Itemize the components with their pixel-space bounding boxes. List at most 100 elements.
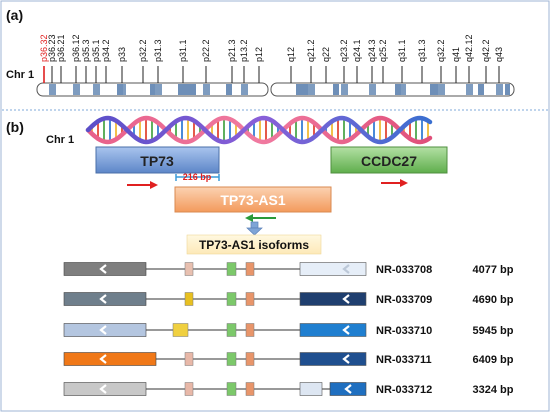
isoform-orange-exon	[245, 382, 255, 396]
chevron-left-icon	[342, 354, 350, 364]
isoform-yellow-exon	[172, 323, 189, 337]
isoform-orange-exon	[245, 323, 255, 337]
isoform-first-exon	[63, 382, 147, 396]
q-arm-band-label: q31.1	[397, 39, 407, 62]
isoform-last-exon	[299, 292, 367, 306]
isoform-list: NR-033708 4077 bp NR-033709 4690 bp NR-03371…	[63, 262, 514, 396]
helix-strand	[85, 115, 433, 145]
tp73-gene-label: TP73	[140, 153, 174, 169]
p-arm-band-block	[226, 84, 232, 95]
isoform-pink-exon	[184, 382, 194, 396]
q-arm-band-block	[395, 84, 401, 95]
chevron-left-icon	[99, 294, 107, 304]
chevron-left-icon	[342, 294, 350, 304]
tp73-as1-gene-box	[174, 186, 332, 213]
p-arm-band-label: p35.1	[91, 39, 101, 62]
p-arm-band-block	[155, 84, 162, 95]
isoform-first-exon	[63, 292, 147, 306]
p-arm-band-label: p31.3	[153, 39, 163, 62]
q-arm-band-block	[333, 84, 339, 95]
isoform-orange-exon	[245, 292, 255, 306]
panel-b-label: (b)	[6, 119, 24, 135]
chevron-left-icon	[342, 264, 350, 274]
q-arm-band-block	[369, 84, 376, 95]
isoform-first-exon	[63, 352, 157, 366]
p-arm-band-label: p36.21	[56, 34, 66, 62]
q-arm-band-label: q23.2	[339, 39, 349, 62]
q-arm-band-block	[438, 84, 445, 95]
tp73-as1-gene-label: TP73-AS1	[220, 192, 286, 208]
isoform-id: NR-033711	[376, 354, 432, 366]
isoform-last-exon-part	[299, 382, 323, 396]
tp73-gene-box	[95, 146, 220, 174]
overlap-length: 216 bp	[183, 172, 212, 182]
panel-b-chr-label: Chr 1	[46, 134, 74, 146]
q-arm-band-label: q32.2	[436, 39, 446, 62]
isoforms-title-box	[186, 234, 322, 255]
q-arm-band-block	[505, 84, 510, 95]
isoform-last-exon	[299, 323, 367, 337]
p-arm-band-label: p21.3	[227, 39, 237, 62]
isoform-green-exon	[226, 382, 237, 396]
isoform-length: 5945 bp	[473, 325, 514, 337]
isoform-id: NR-033709	[376, 294, 432, 306]
ccdc27-gene-label: CCDC27	[361, 153, 417, 169]
q-arm-band-label: q42.2	[481, 39, 491, 62]
q-arm-band-block	[296, 84, 308, 95]
p-arm-band-label: p13.2	[239, 39, 249, 62]
q-arm-band-label: q22	[321, 47, 331, 62]
q-arm-band-label: q31.3	[417, 39, 427, 62]
p-arm-band-label: p22.2	[201, 39, 211, 62]
isoform-first-exon	[63, 262, 147, 276]
isoform-id: NR-033710	[376, 325, 432, 337]
isoform-first-exon	[63, 323, 147, 337]
p-arm-band-block	[203, 84, 210, 95]
p-arm-band-label: p33	[117, 47, 127, 62]
isoform-id: NR-033708	[376, 264, 432, 276]
isoform-pink-exon	[184, 352, 194, 366]
p-arm-band-label: p36.32	[39, 34, 49, 62]
isoform-green-exon	[226, 352, 237, 366]
isoform-length: 6409 bp	[473, 354, 514, 366]
panel-a-chr-label: Chr 1	[6, 69, 34, 81]
p-arm-band-block	[93, 84, 100, 95]
ccdc27-direction-arrow	[381, 179, 408, 187]
q-arm-band-label: q25.2	[378, 39, 388, 62]
p-arm-band-block	[73, 84, 80, 95]
isoform-last-exon	[299, 352, 367, 366]
isoform-orange-exon	[245, 262, 255, 276]
chevron-left-icon	[99, 354, 107, 364]
q-arm-band-block	[466, 84, 473, 95]
q-arm-band-label: q24.3	[367, 39, 377, 62]
isoform-length: 4690 bp	[473, 294, 514, 306]
chevron-left-icon	[342, 325, 350, 335]
q-arm-band-block	[496, 84, 503, 95]
q-arm-band-block	[478, 84, 484, 95]
chevron-left-icon	[344, 384, 352, 394]
q-arm-band-label: q43	[494, 47, 504, 62]
p-arm-band-block	[178, 84, 196, 95]
ccdc27-gene-box	[330, 146, 448, 174]
isoform-green-exon	[226, 262, 237, 276]
q-arm-band-block	[399, 84, 406, 95]
p-arm-band-label: p34.2	[101, 39, 111, 62]
overlap-bracket	[175, 174, 220, 181]
q-arm-band-block	[308, 84, 315, 95]
isoform-length: 4077 bp	[473, 264, 514, 276]
p-arm-band-block	[49, 84, 56, 95]
antisense-direction-arrow	[245, 214, 276, 222]
p-arm-band-label: p35.3	[81, 39, 91, 62]
q-arm-band-label: q41	[451, 47, 461, 62]
p-arm-band-label: p36.23	[47, 34, 57, 62]
p-arm-band-block	[117, 84, 123, 95]
p-arm-band-block	[241, 84, 248, 95]
p-arm-band-label: p31.1	[178, 39, 188, 62]
dna-helix-icon	[85, 115, 433, 145]
p-arm-band-label: p12	[254, 47, 264, 62]
chevron-left-icon	[99, 264, 107, 274]
down-arrow-icon	[246, 221, 263, 236]
isoform-orange-exon	[245, 352, 255, 366]
